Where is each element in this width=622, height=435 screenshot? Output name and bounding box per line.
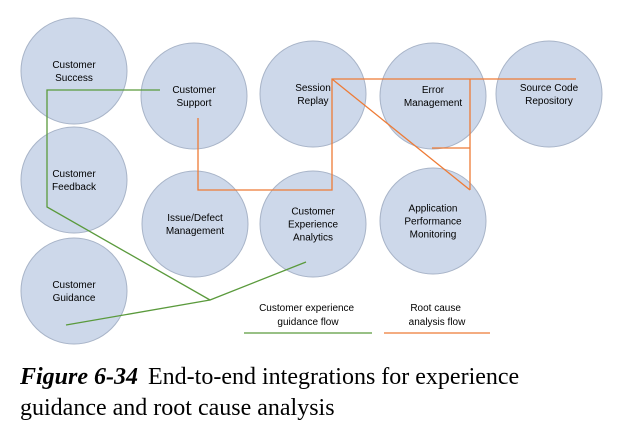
guidance-flow-line [46,89,307,301]
node-label-line: Management [404,98,463,109]
legend-root-cause-line-1: Root cause [410,303,461,314]
node-circle [259,170,367,278]
node-circle [141,170,249,278]
node-label-line: Performance [404,217,462,228]
node-label-line: Guidance [53,293,96,304]
node-label-line: Session [295,83,331,94]
node-label-line: Feedback [52,182,97,193]
legend-guidance-label: Customer experience guidance flow [259,303,357,328]
node-circle [259,40,367,148]
node-circle [20,17,128,125]
figure-caption-text: End-to-end integrations for experience g… [20,364,520,421]
legend: Customer experience guidance flow Root c… [244,303,490,334]
root-cause-flow-line [197,78,576,191]
guidance-flow-branch [65,299,211,326]
node-label-line: Repository [525,96,573,107]
node-label-line: Issue/Defect [167,213,223,224]
figure-number: Figure 6-34 [20,364,139,390]
node-label-line: Replay [297,96,328,107]
node-label-line: Customer [52,169,96,180]
node-label-line: Application [409,204,458,215]
node-label-line: Customer [291,207,335,218]
node-label-line: Success [55,73,93,84]
node-circle [20,237,128,345]
node-label-line: Monitoring [410,230,457,241]
node-circle [20,126,128,234]
legend-guidance-line-2: guidance flow [277,317,339,328]
node-label-line: Customer [52,280,96,291]
node-label-line: Customer [172,85,216,96]
node-label-line: Customer [52,60,96,71]
flows-layer [46,78,576,326]
node-circle [140,42,248,150]
node-circle [495,40,603,148]
node-label-line: Error [422,85,445,96]
node-circle [379,167,487,275]
node-circle [379,42,487,150]
legend-root-cause-label: Root cause analysis flow [409,303,466,328]
node-label-line: Source Code [520,83,579,94]
root-cause-flow-diagonal [331,78,471,191]
node-label-line: Support [176,98,211,109]
legend-guidance-line-1: Customer experience [259,303,354,314]
node-label-line: Management [166,226,225,237]
node-label-line: Analytics [293,233,333,244]
node-label-line: Experience [288,220,338,231]
legend-root-cause-line-2: analysis flow [409,317,466,328]
